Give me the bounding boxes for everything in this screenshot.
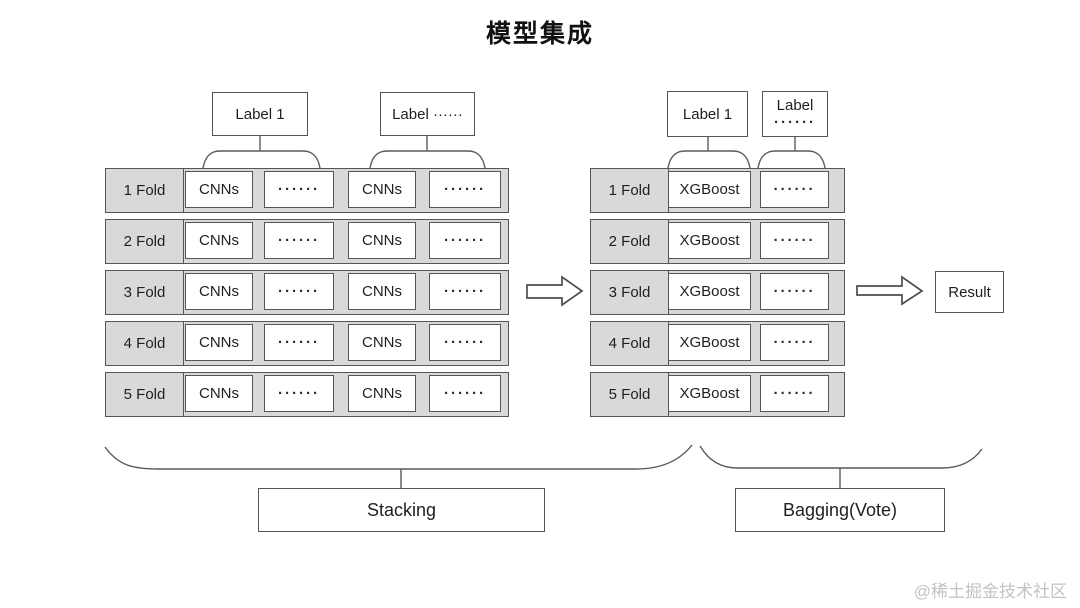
fold-label: 2 Fold bbox=[591, 220, 669, 263]
ellipsis-cell: ······ bbox=[264, 171, 334, 208]
column-brace bbox=[757, 150, 826, 169]
model-cell: CNNs bbox=[185, 171, 253, 208]
diagram-title: 模型集成 bbox=[485, 20, 594, 48]
label-text: Label bbox=[776, 97, 814, 114]
stacking-row-5: 5 Fold CNNs ······ CNNs ······ bbox=[105, 372, 509, 417]
bagging-row-3: 3 Fold XGBoost ······ bbox=[590, 270, 845, 315]
ellipsis-cell: ······ bbox=[760, 375, 829, 412]
model-cell: CNNs bbox=[185, 324, 253, 361]
bagging-row-4: 4 Fold XGBoost ······ bbox=[590, 321, 845, 366]
stacking-label-box-1: Label 1 bbox=[212, 92, 308, 136]
column-brace bbox=[667, 150, 751, 169]
fold-label: 1 Fold bbox=[591, 169, 669, 212]
label-dots: ······ bbox=[774, 114, 816, 131]
ellipsis-cell: ······ bbox=[264, 375, 334, 412]
model-cell: XGBoost bbox=[668, 273, 751, 310]
model-cell: XGBoost bbox=[668, 324, 751, 361]
stacking-row-3: 3 Fold CNNs ······ CNNs ······ bbox=[105, 270, 509, 315]
ellipsis-cell: ······ bbox=[264, 222, 334, 259]
ellipsis-cell: ······ bbox=[760, 273, 829, 310]
fold-label: 5 Fold bbox=[591, 373, 669, 416]
bagging-row-2: 2 Fold XGBoost ······ bbox=[590, 219, 845, 264]
arrow-bagging-to-result bbox=[856, 275, 924, 306]
ellipsis-cell: ······ bbox=[760, 324, 829, 361]
model-cell: CNNs bbox=[185, 222, 253, 259]
fold-label: 3 Fold bbox=[106, 271, 184, 314]
ellipsis-cell: ······ bbox=[429, 171, 501, 208]
stacking-brace bbox=[104, 444, 693, 470]
ellipsis-cell: ······ bbox=[429, 222, 501, 259]
label-text: Label 1 bbox=[235, 105, 285, 123]
stacking-group-label: Stacking bbox=[366, 499, 437, 520]
fold-label: 5 Fold bbox=[106, 373, 184, 416]
bagging-group-box: Bagging(Vote) bbox=[735, 488, 945, 532]
model-cell: CNNs bbox=[348, 171, 416, 208]
bagging-brace bbox=[699, 445, 983, 469]
bagging-label-box-1: Label 1 bbox=[667, 91, 748, 137]
bagging-row-1: 1 Fold XGBoost ······ bbox=[590, 168, 845, 213]
fold-label: 2 Fold bbox=[106, 220, 184, 263]
stacking-group-box: Stacking bbox=[258, 488, 545, 532]
bagging-label-box-2: Label ······ bbox=[762, 91, 828, 137]
ellipsis-cell: ······ bbox=[264, 273, 334, 310]
model-cell: CNNs bbox=[185, 375, 253, 412]
stacking-label-box-2: Label ······ bbox=[380, 92, 475, 136]
fold-label: 3 Fold bbox=[591, 271, 669, 314]
bagging-row-5: 5 Fold XGBoost ······ bbox=[590, 372, 845, 417]
fold-label: 4 Fold bbox=[591, 322, 669, 365]
fold-label: 1 Fold bbox=[106, 169, 184, 212]
model-cell: CNNs bbox=[348, 375, 416, 412]
bagging-group-label: Bagging(Vote) bbox=[782, 499, 898, 520]
ellipsis-cell: ······ bbox=[760, 222, 829, 259]
column-brace bbox=[202, 150, 321, 169]
ellipsis-cell: ······ bbox=[429, 375, 501, 412]
stacking-row-1: 1 Fold CNNs ······ CNNs ······ bbox=[105, 168, 509, 213]
ellipsis-cell: ······ bbox=[429, 324, 501, 361]
result-label: Result bbox=[948, 283, 991, 301]
model-cell: CNNs bbox=[185, 273, 253, 310]
result-box: Result bbox=[935, 271, 1004, 313]
label-text: Label 1 bbox=[682, 105, 733, 123]
fold-label: 4 Fold bbox=[106, 322, 184, 365]
model-cell: CNNs bbox=[348, 273, 416, 310]
model-cell: CNNs bbox=[348, 222, 416, 259]
ellipsis-cell: ······ bbox=[760, 171, 829, 208]
stacking-row-2: 2 Fold CNNs ······ CNNs ······ bbox=[105, 219, 509, 264]
model-cell: CNNs bbox=[348, 324, 416, 361]
model-cell: XGBoost bbox=[668, 171, 751, 208]
model-cell: XGBoost bbox=[668, 375, 751, 412]
watermark: @稀土掘金技术社区 bbox=[913, 582, 1067, 601]
arrow-stacking-to-bagging bbox=[526, 275, 584, 307]
ellipsis-cell: ······ bbox=[264, 324, 334, 361]
model-cell: XGBoost bbox=[668, 222, 751, 259]
column-brace bbox=[369, 150, 486, 169]
stacking-row-4: 4 Fold CNNs ······ CNNs ······ bbox=[105, 321, 509, 366]
ellipsis-cell: ······ bbox=[429, 273, 501, 310]
label-text: Label ······ bbox=[392, 105, 463, 123]
